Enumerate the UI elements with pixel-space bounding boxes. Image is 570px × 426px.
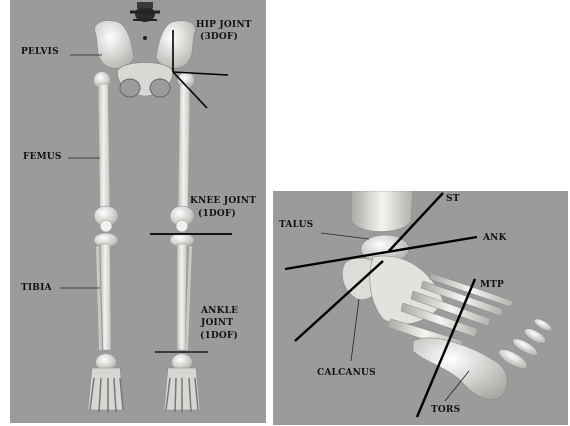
left-femur — [94, 72, 118, 226]
toe-bones — [413, 317, 554, 400]
label-femur: FEMUS — [23, 152, 62, 162]
left-patella — [100, 220, 112, 232]
label-talus: TALUS — [279, 220, 313, 230]
label-calcanus: CALCANUS — [317, 368, 376, 378]
label-knee-joint-2: (1DOF) — [198, 209, 236, 219]
label-ankle-1: ANKLE — [201, 306, 238, 316]
right-patella — [176, 220, 188, 232]
label-tors: TORS — [431, 405, 460, 415]
label-tibia: TIBIA — [21, 283, 52, 293]
calcaneus-axis — [295, 261, 383, 341]
label-st: ST — [446, 194, 460, 204]
spine-vertebra — [130, 2, 160, 22]
label-ankle-2: JOINT — [201, 318, 233, 328]
skeleton-legs-panel: PELVIS HIP JOINT (3DOF) FEMUS KNEE JOINT… — [10, 0, 266, 423]
foot-detail-panel: ST TALUS ANK MTP CALCANUS TORS — [273, 191, 568, 425]
label-hip-joint-1: HIP JOINT — [196, 20, 252, 30]
label-ank: ANK — [483, 233, 507, 243]
label-pelvis: PELVIS — [21, 47, 59, 57]
leader-lines — [60, 55, 102, 288]
label-hip-joint-2: (3DOF) — [200, 32, 238, 42]
foot-detail-drawing — [273, 191, 568, 425]
left-foot — [88, 354, 124, 413]
label-mtp: MTP — [480, 280, 504, 290]
right-foot — [164, 354, 200, 413]
tibia-distal — [351, 191, 413, 232]
label-ankle-3: (1DOF) — [200, 331, 238, 341]
left-tibia — [94, 233, 118, 350]
label-knee-joint-1: KNEE JOINT — [190, 196, 256, 206]
right-tibia — [170, 233, 194, 350]
